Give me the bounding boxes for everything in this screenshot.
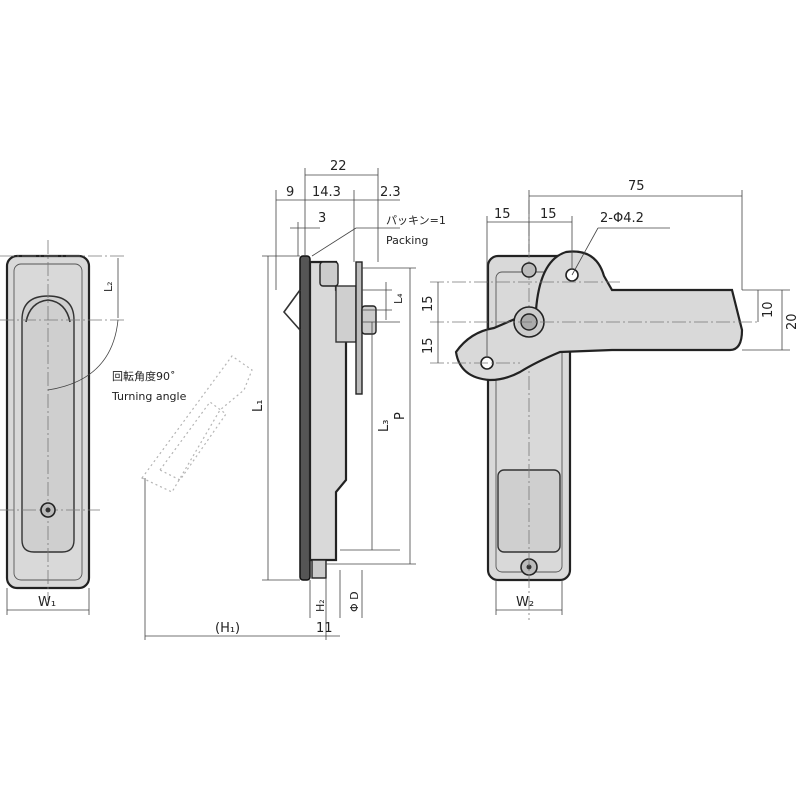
ghost-handle-inner bbox=[159, 401, 227, 481]
side-view: 22 9 14.3 2.3 3 パッキン=1 Packing L₁ L₄ L₃ … bbox=[251, 159, 446, 640]
hole-callout-leader bbox=[571, 227, 599, 276]
turning-angle-arc bbox=[47, 319, 119, 391]
ghost-handle bbox=[141, 355, 253, 493]
dim-2-3-label: 2.3 bbox=[380, 185, 401, 200]
rear-top-screw bbox=[521, 262, 537, 278]
l3-label: L₃ bbox=[377, 420, 392, 432]
dim-15v1-label: 15 bbox=[421, 295, 436, 312]
side-nut bbox=[319, 261, 339, 287]
dim-15b-label: 15 bbox=[540, 207, 557, 222]
w2-label: W₂ bbox=[516, 595, 534, 610]
front-view: L₂ W₁ 回転角度90˚ Turning angle (H₁) bbox=[0, 240, 306, 640]
front-l2-label: L₂ bbox=[102, 281, 115, 292]
rear-view: 75 15 15 2-Φ4.2 15 15 10 20 W₂ bbox=[421, 179, 800, 620]
dim-22-label: 22 bbox=[330, 159, 347, 174]
turning-angle-jp: 回転角度90˚ bbox=[112, 369, 176, 383]
p-label: P bbox=[393, 412, 408, 420]
dim-15a-label: 15 bbox=[494, 207, 511, 222]
l4-label: L₄ bbox=[392, 293, 405, 304]
front-handle-top bbox=[25, 299, 71, 323]
dim-20-label: 20 bbox=[785, 313, 800, 330]
h1-label: (H₁) bbox=[215, 621, 240, 636]
side-foot bbox=[311, 559, 327, 579]
dim-3-label: 3 bbox=[318, 211, 326, 226]
phid-label: Φ D bbox=[348, 591, 361, 612]
hole-callout-label: 2-Φ4.2 bbox=[600, 211, 644, 226]
rear-cam-lever bbox=[454, 250, 744, 382]
dim-10-label: 10 bbox=[761, 301, 776, 318]
side-flange bbox=[299, 255, 311, 581]
side-shaft bbox=[335, 285, 357, 343]
front-screw-center bbox=[45, 507, 51, 513]
side-screw-head bbox=[361, 305, 377, 335]
dim-11-label: 11 bbox=[316, 621, 333, 636]
dim-75-label: 75 bbox=[628, 179, 645, 194]
front-w1-label: W₁ bbox=[38, 595, 56, 610]
l1-label: L₁ bbox=[251, 400, 266, 412]
side-lever-tip bbox=[282, 289, 301, 331]
h2-label: H₂ bbox=[314, 599, 327, 612]
rear-bottom-screw-center bbox=[526, 564, 532, 570]
dim-14-3-label: 14.3 bbox=[312, 185, 341, 200]
packing-label-jp: パッキン=1 bbox=[386, 214, 446, 227]
dim-15v2-label: 15 bbox=[421, 337, 436, 354]
packing-leader bbox=[311, 227, 357, 257]
packing-label-en: Packing bbox=[386, 234, 428, 247]
side-cam-plate bbox=[355, 261, 363, 395]
dim-9-label: 9 bbox=[286, 185, 294, 200]
turning-angle-en: Turning angle bbox=[111, 390, 187, 403]
